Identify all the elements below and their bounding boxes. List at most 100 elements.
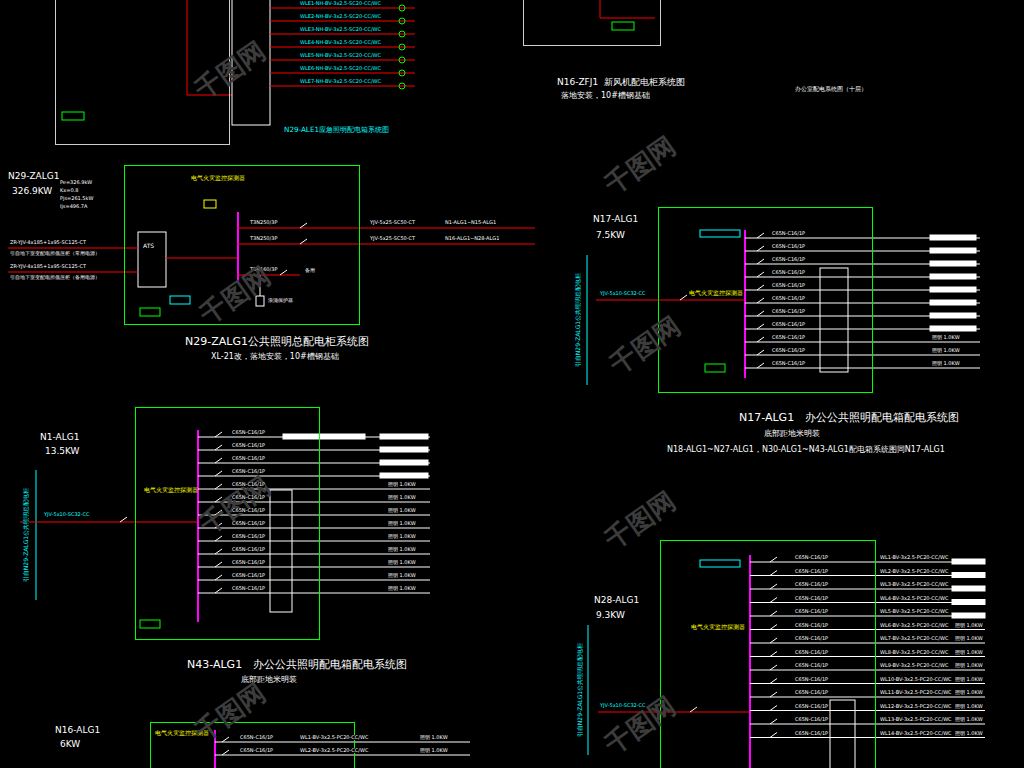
breaker-symbol xyxy=(770,571,777,576)
cable-note: 引自N29-ZALG1公共照明总配电柜 xyxy=(23,488,29,582)
board-title: XL-21改，落地安装，10#槽钢基础 xyxy=(211,353,339,361)
circuit-label: ATS xyxy=(143,243,154,249)
redacted-bar xyxy=(380,460,428,465)
circuit-label: 照明 1.0KW xyxy=(955,677,983,682)
lamp-symbol xyxy=(399,83,405,89)
breaker-symbol xyxy=(757,272,764,277)
circuit-label: WL9-BV-3x2.5-PC20-CC/WC xyxy=(880,663,948,668)
breaker-symbol xyxy=(770,692,777,697)
circuit-label: C65N-C16/1P xyxy=(232,573,265,578)
incoming-feeder xyxy=(596,300,745,301)
circuit-label: 引自地下室变配电所低压柜（备用电源） xyxy=(10,275,100,280)
redacted-bar xyxy=(930,313,976,318)
circuit-label: 7.5KW xyxy=(596,231,625,240)
circuit-label: C65N-C16/1P xyxy=(772,335,805,340)
circuit-label: C65N-C16/1P xyxy=(232,430,265,435)
cable-leader xyxy=(36,470,37,600)
circuit-label: 照明 1.0KW xyxy=(388,573,416,578)
circuit-label: C65N-C16/1P xyxy=(772,244,805,249)
circuit-label: 6KW xyxy=(60,740,80,749)
circuit-label: WLE3-NH-BV-3x2.5-SC20-CC/WC xyxy=(300,27,381,32)
branch-wire xyxy=(198,554,430,555)
circuit-label: 办公室配电系统图（十层） xyxy=(795,86,867,92)
cable-leader xyxy=(588,625,589,755)
breaker-symbol xyxy=(215,458,222,463)
branch-wire xyxy=(750,616,985,617)
circuit-label: YJV-5x10-SC32-CC xyxy=(600,291,646,296)
breaker-symbol xyxy=(300,239,307,244)
breaker-symbol xyxy=(770,665,777,670)
branch-wire xyxy=(745,355,980,356)
outgoing-feeder xyxy=(238,228,535,229)
branch-wire xyxy=(750,643,985,644)
circuit-label: WLE5-NH-BV-3x2.5-SC20-CC/WC xyxy=(300,53,381,58)
feeder-wire xyxy=(166,258,238,259)
breaker-symbol xyxy=(690,707,697,712)
circuit-label: 照明 1.0KW xyxy=(388,482,416,487)
circuit-label: C65N-C16/1P xyxy=(240,748,273,753)
circuit-label: 照明 1.0KW xyxy=(955,690,983,695)
circuit-label: C65N-C16/1P xyxy=(795,690,828,695)
circuit-label: C65N-C16/1P xyxy=(232,547,265,552)
breaker-symbol xyxy=(770,733,777,738)
breaker-symbol xyxy=(300,223,307,228)
breaker-symbol xyxy=(770,638,777,643)
busbar xyxy=(749,555,751,768)
meter-box xyxy=(140,308,160,316)
circuit-label: Kx=0.8 xyxy=(60,188,78,193)
meter-box xyxy=(140,620,160,628)
circuit-label: C65N-C16/1P xyxy=(795,663,828,668)
branch-wire xyxy=(750,737,985,738)
watermark: 千图网 xyxy=(191,37,270,103)
circuit-label: C65N-C16/1P xyxy=(232,586,265,591)
redacted-bar xyxy=(952,613,985,618)
circuit-label: 照明 1.0KW xyxy=(955,636,983,641)
circuit-label: C65N-C16/1P xyxy=(795,677,828,682)
breaker-symbol xyxy=(770,611,777,616)
circuit-label: WL5-BV-3x2.5-PC20-CC/WC xyxy=(880,609,948,614)
breaker-symbol xyxy=(215,432,222,437)
board-title: N18-ALG1~N27-ALG1，N30-ALG1~N43-ALG1配电箱系统… xyxy=(667,446,945,454)
breaker-symbol xyxy=(757,337,764,342)
circuit-label: C65N-C16/1P xyxy=(232,469,265,474)
neutral-bar xyxy=(170,296,190,304)
circuit-label: 浪涌保护器 xyxy=(268,298,293,303)
circuit-label: WLE2-NH-BV-3x2.5-SC20-CC/WC xyxy=(300,14,381,19)
circuit-label: C65N-C16/1P xyxy=(772,322,805,327)
circuit-label: C65N-C16/1P xyxy=(240,735,273,740)
breaker-symbol xyxy=(757,298,764,303)
circuit-label: C65N-C16/1P xyxy=(795,731,828,736)
branch-wire xyxy=(750,710,985,711)
cable-leader xyxy=(587,255,588,385)
device-label: 电气火灾监控探测器 xyxy=(191,176,245,182)
circuit-label: N16-ALG1 xyxy=(55,726,100,735)
branch-wire xyxy=(270,60,415,61)
circuit-label: C65N-C16/1P xyxy=(795,596,828,601)
surge-protector xyxy=(256,296,264,306)
circuit-label: 照明 1.0KW xyxy=(955,731,983,736)
redacted-bar xyxy=(930,235,976,240)
circuit-label: ZR-YJV-4x185+1x95-SC125-CT xyxy=(10,240,86,245)
circuit-label: 照明 1.0KW xyxy=(420,748,448,753)
redacted-bar xyxy=(930,274,976,279)
board-title: N17-ALG1 办公公共照明配电箱配电系统图 xyxy=(739,412,959,423)
watermark: 千图网 xyxy=(601,487,680,553)
breaker-symbol xyxy=(215,484,222,489)
busbar xyxy=(237,212,239,282)
circuit-label: YJV-5x25-SC50-CT xyxy=(370,220,415,225)
contactor-group xyxy=(270,490,292,612)
breaker-symbol xyxy=(280,270,287,275)
circuit-label: T3N250/3P xyxy=(250,236,277,241)
circuit-label: 照明 1.0KW xyxy=(388,495,416,500)
circuit-label: 13.5KW xyxy=(45,447,80,456)
circuit-label: C65N-C16/1P xyxy=(772,283,805,288)
branch-wire xyxy=(750,629,985,630)
redacted-bar xyxy=(930,248,976,253)
feeder-wire xyxy=(600,18,655,19)
circuit-label: C65N-C16/1P xyxy=(772,309,805,314)
circuit-label: WL6-BV-3x2.5-PC20-CC/WC xyxy=(880,623,948,628)
branch-wire xyxy=(750,683,985,684)
circuit-label: WL10-BV-3x2.5-PC20-CC/WC xyxy=(880,677,952,682)
